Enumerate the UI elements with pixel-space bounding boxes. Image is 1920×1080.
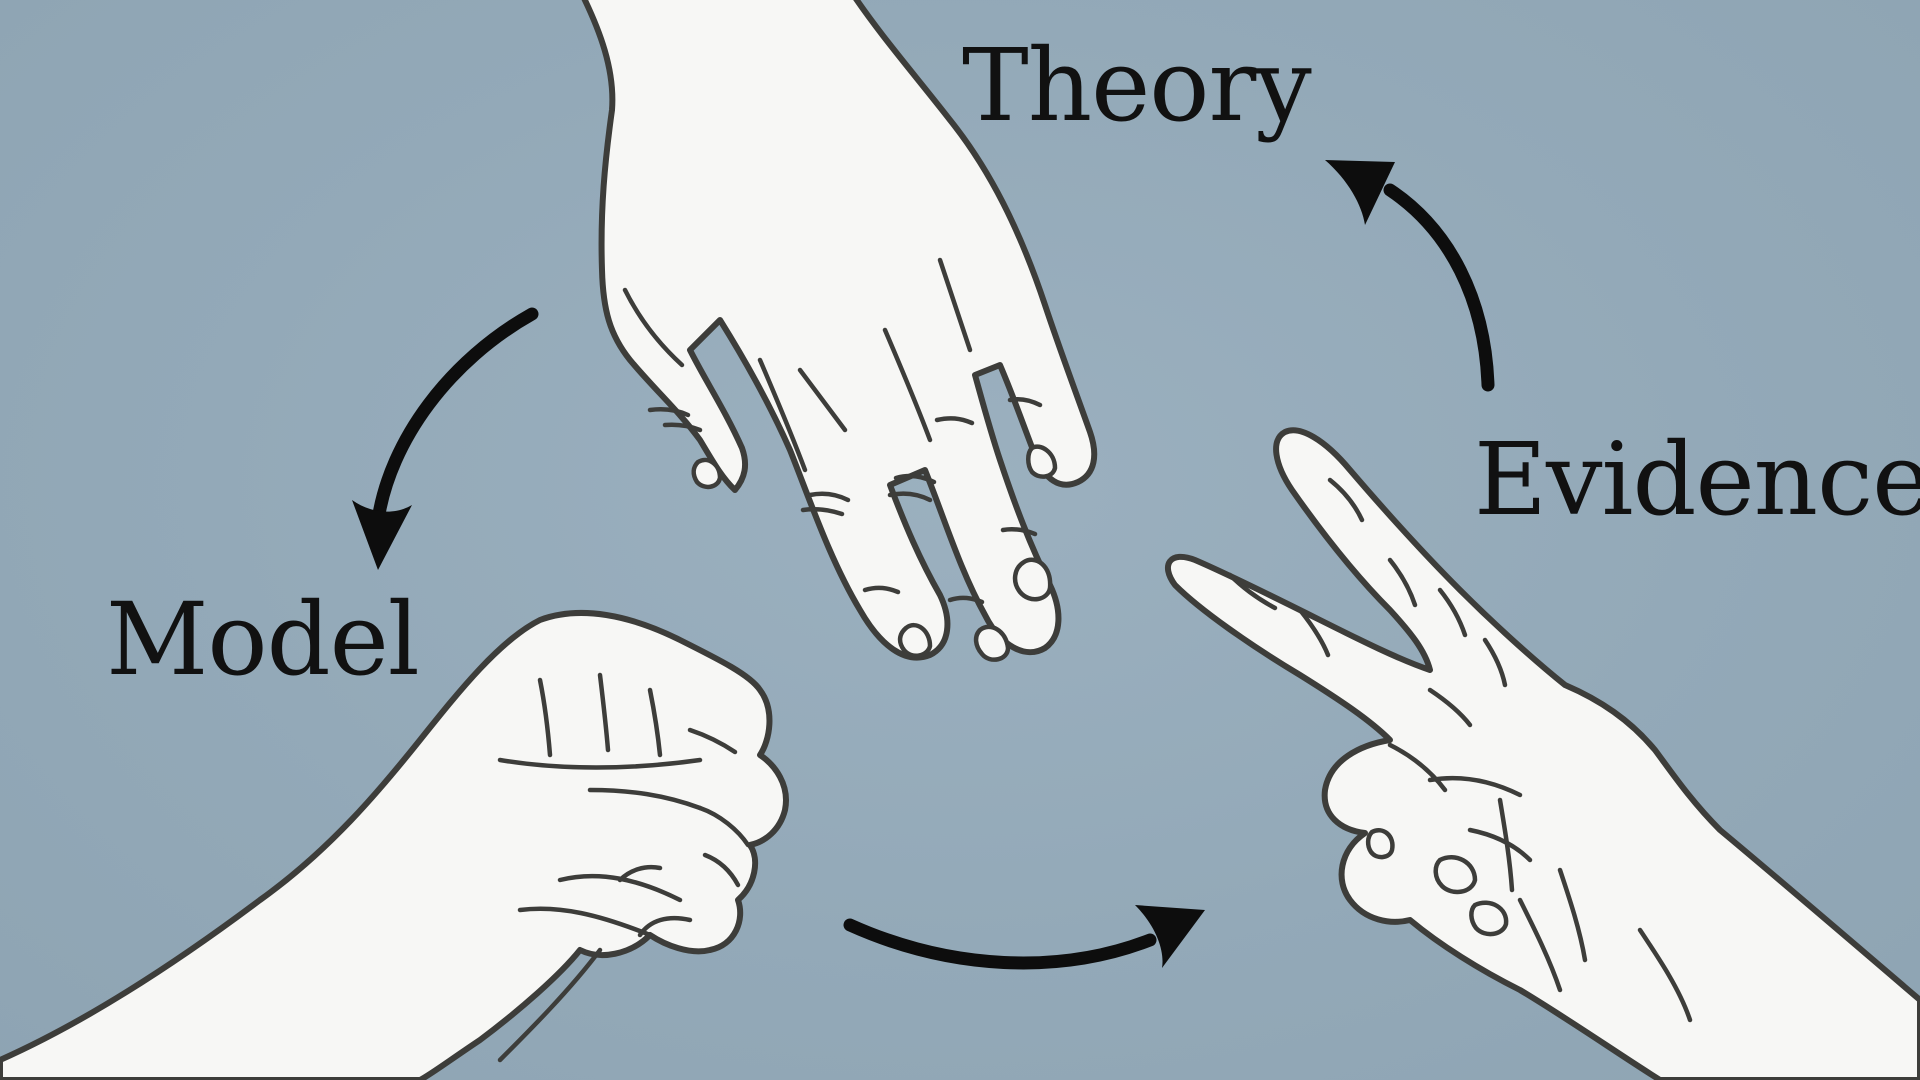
label-evidence: Evidence [1474,421,1920,538]
label-theory: Theory [962,27,1312,144]
arrow-head-evidence-to-theory [1325,160,1395,225]
arrow-head-model-to-evidence [1135,905,1205,968]
hand-fist-rock-icon [0,609,789,1080]
arrow-evidence-to-theory [1325,160,1495,392]
hand-scissors-icon [1164,427,1920,1080]
arrow-theory-to-model [352,307,539,570]
hand-open-paper-icon [581,0,1098,662]
arrow-head-theory-to-model [352,500,412,570]
arrow-model-to-evidence [843,905,1205,970]
label-model: Model [106,581,420,698]
